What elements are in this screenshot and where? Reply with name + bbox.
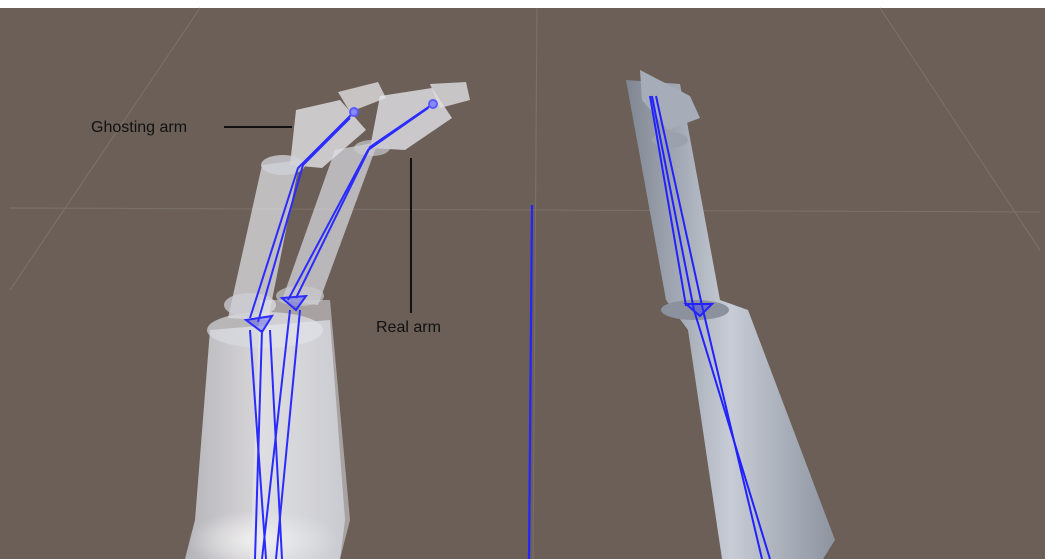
image-border-top [0, 0, 1045, 8]
real-arm-label: Real arm [376, 319, 441, 337]
ghosting-arm-label: Ghosting arm [91, 119, 187, 137]
